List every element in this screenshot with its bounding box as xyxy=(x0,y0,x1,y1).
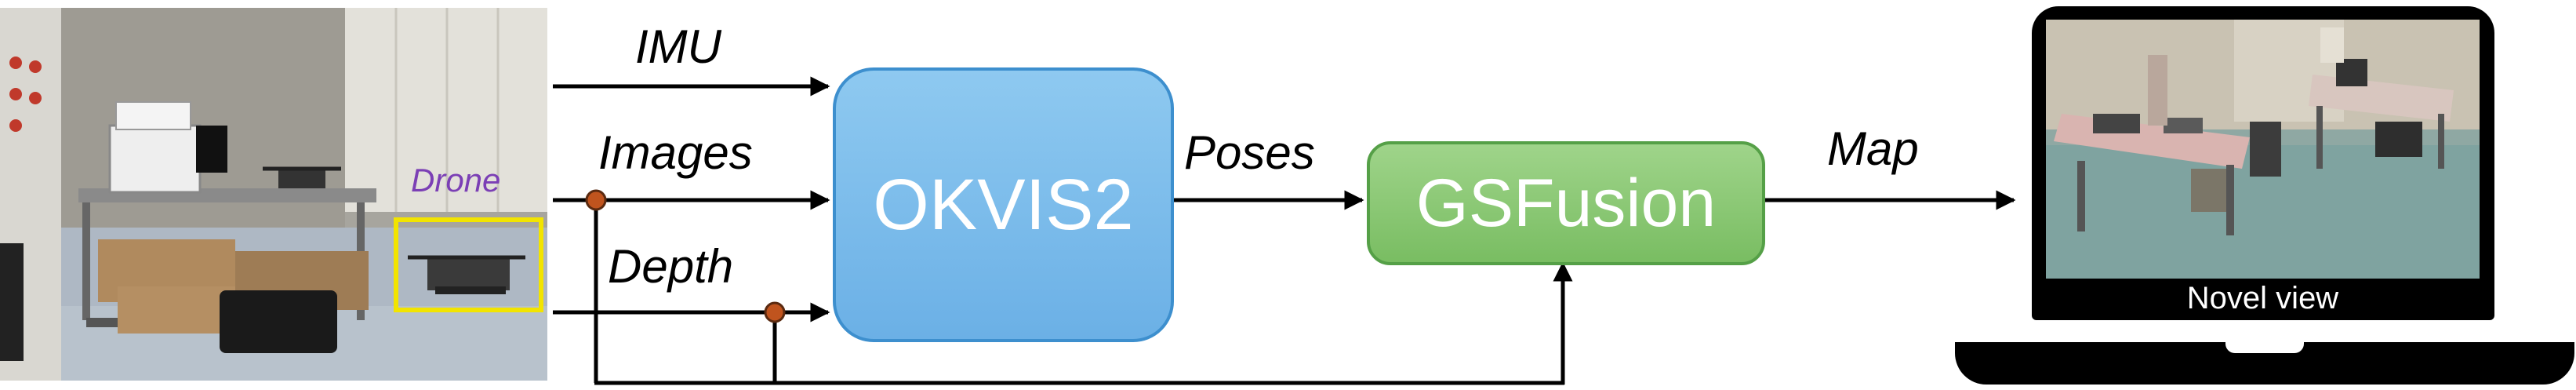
laptop-notch xyxy=(2225,342,2304,353)
gsfusion-label: GSFusion xyxy=(1415,165,1717,241)
novel-view-render xyxy=(2046,20,2480,279)
lab-photo: Drone xyxy=(0,8,547,381)
drone-detection-box xyxy=(394,217,543,312)
images-junction xyxy=(585,189,607,211)
drone-label: Drone xyxy=(411,162,501,199)
poses-label: Poses xyxy=(1184,126,1315,179)
depth-junction xyxy=(764,301,786,323)
okvis2-label: OKVIS2 xyxy=(873,164,1134,245)
laptop: Novel view xyxy=(1955,6,2574,385)
okvis2-block: OKVIS2 xyxy=(833,67,1174,342)
depth-label: Depth xyxy=(608,240,734,293)
map-label: Map xyxy=(1827,122,1919,175)
gsfusion-block: GSFusion xyxy=(1367,141,1765,265)
novel-view-caption: Novel view xyxy=(2186,281,2339,315)
images-label: Images xyxy=(598,126,753,179)
imu-label: IMU xyxy=(635,20,721,73)
